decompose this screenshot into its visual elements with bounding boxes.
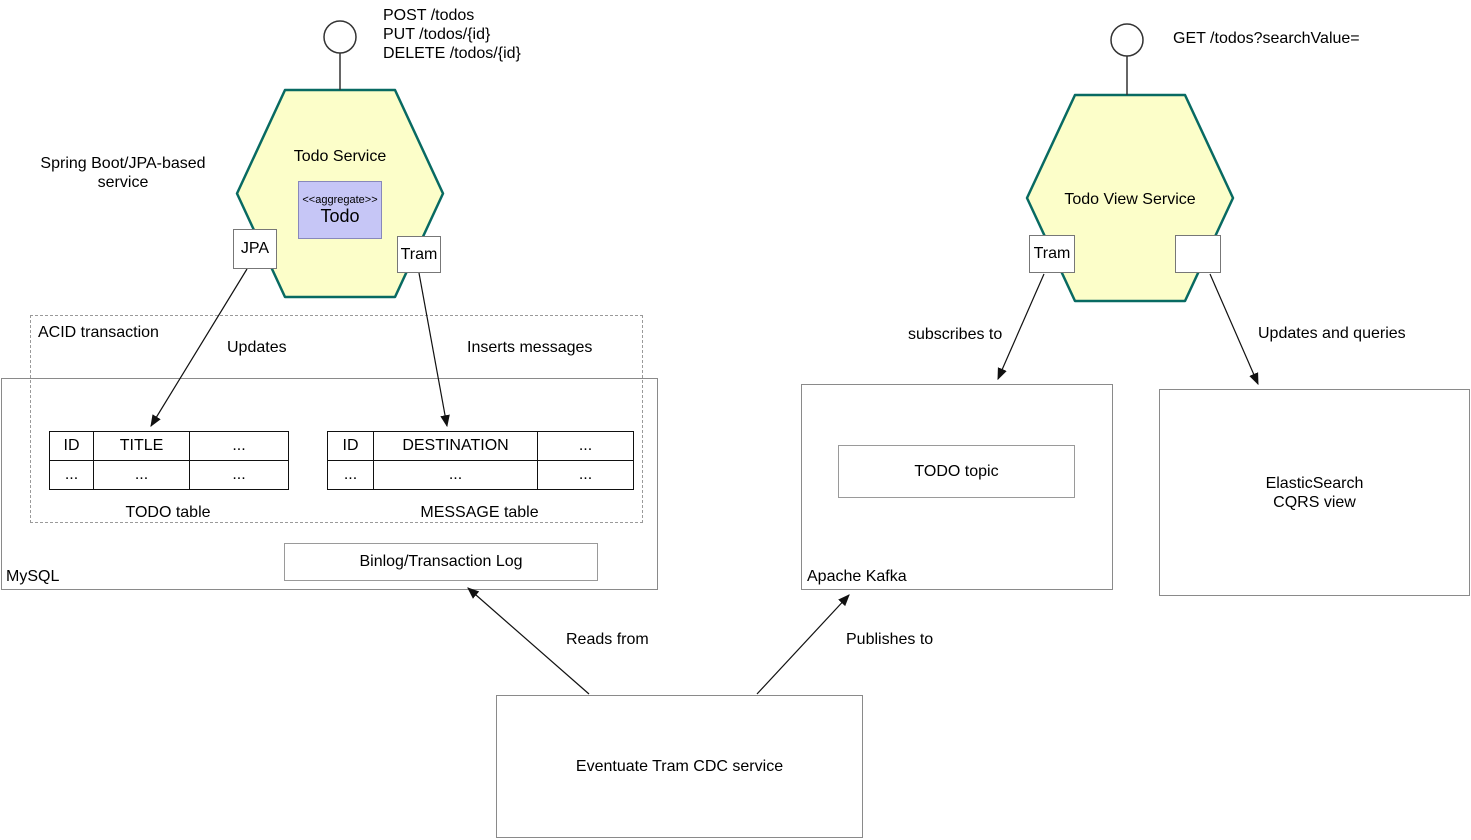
todo-col-title: TITLE — [93, 431, 190, 461]
reads-from-label: Reads from — [566, 631, 649, 648]
endpoint-put: PUT /todos/{id} — [383, 26, 491, 43]
get-endpoint: GET /todos?searchValue= — [1173, 30, 1360, 47]
acid-transaction-box — [30, 315, 643, 523]
elasticsearch-label: ElasticSearch CQRS view — [1265, 474, 1364, 511]
elasticsearch-box — [1159, 389, 1470, 596]
acid-transaction-label: ACID transaction — [38, 324, 159, 341]
table-row: ... ... ... — [327, 460, 634, 490]
todo-col-etc: ... — [189, 431, 289, 461]
message-col-id: ID — [327, 431, 374, 461]
table-row: ID TITLE ... — [49, 431, 289, 461]
endpoint-delete: DELETE /todos/{id} — [383, 45, 521, 62]
arrow-updates-queries-es — [1209, 273, 1259, 386]
todo-service-label: Todo Service — [293, 148, 387, 165]
todo-topic-box: TODO topic — [838, 445, 1075, 498]
inserts-messages-label: Inserts messages — [467, 339, 593, 356]
todo-topic-label: TODO topic — [914, 462, 999, 480]
aggregate-name: Todo — [320, 206, 360, 226]
publishes-to-label: Publishes to — [846, 631, 934, 648]
todo-table-caption: TODO table — [125, 504, 211, 521]
kafka-box — [801, 384, 1113, 590]
message-col-destination: DESTINATION — [373, 431, 538, 461]
tram-port-right: Tram — [1029, 235, 1075, 273]
mysql-box — [1, 378, 658, 590]
todo-view-service-label: Todo View Service — [1064, 191, 1196, 208]
provided-interface-icon-right — [1110, 23, 1144, 57]
apache-kafka-label: Apache Kafka — [807, 568, 907, 585]
message-table-caption: MESSAGE table — [420, 504, 539, 521]
arrow-inserts-message-table — [418, 272, 450, 428]
cdc-service-box: Eventuate Tram CDC service — [496, 695, 863, 838]
blank-port — [1175, 235, 1221, 273]
updates-and-queries-label: Updates and queries — [1258, 325, 1406, 342]
jpa-port: JPA — [233, 229, 277, 269]
arrow-publishes-to-kafka — [756, 594, 850, 695]
rest-endpoints: POST /todos PUT /todos/{id} DELETE /todo… — [383, 6, 521, 63]
tram-port-left: Tram — [397, 236, 441, 273]
todo-col-id: ID — [49, 431, 94, 461]
arrow-subscribes-to-kafka — [997, 273, 1045, 381]
message-table: ID DESTINATION ... ... ... ... — [327, 431, 634, 490]
endpoint-post: POST /todos — [383, 7, 475, 24]
binlog-box: Binlog/Transaction Log — [284, 543, 598, 581]
spring-boot-annotation: Spring Boot/JPA-based service — [40, 155, 206, 191]
todo-table: ID TITLE ... ... ... ... — [49, 431, 289, 490]
binlog-label: Binlog/Transaction Log — [359, 553, 523, 570]
aggregate-stereotype: <<aggregate>> — [302, 194, 378, 206]
cdc-service-label: Eventuate Tram CDC service — [575, 758, 784, 775]
arrow-updates-todo-table — [150, 268, 248, 428]
updates-label: Updates — [227, 339, 287, 356]
table-row: ... ... ... — [49, 460, 289, 490]
message-col-etc: ... — [537, 431, 634, 461]
arrow-reads-from-binlog — [467, 587, 590, 695]
table-row: ID DESTINATION ... — [327, 431, 634, 461]
subscribes-to-label: subscribes to — [908, 326, 1003, 343]
provided-interface-icon-left — [323, 20, 357, 54]
mysql-label: MySQL — [6, 568, 60, 585]
aggregate-box: <<aggregate>> Todo — [298, 181, 382, 239]
